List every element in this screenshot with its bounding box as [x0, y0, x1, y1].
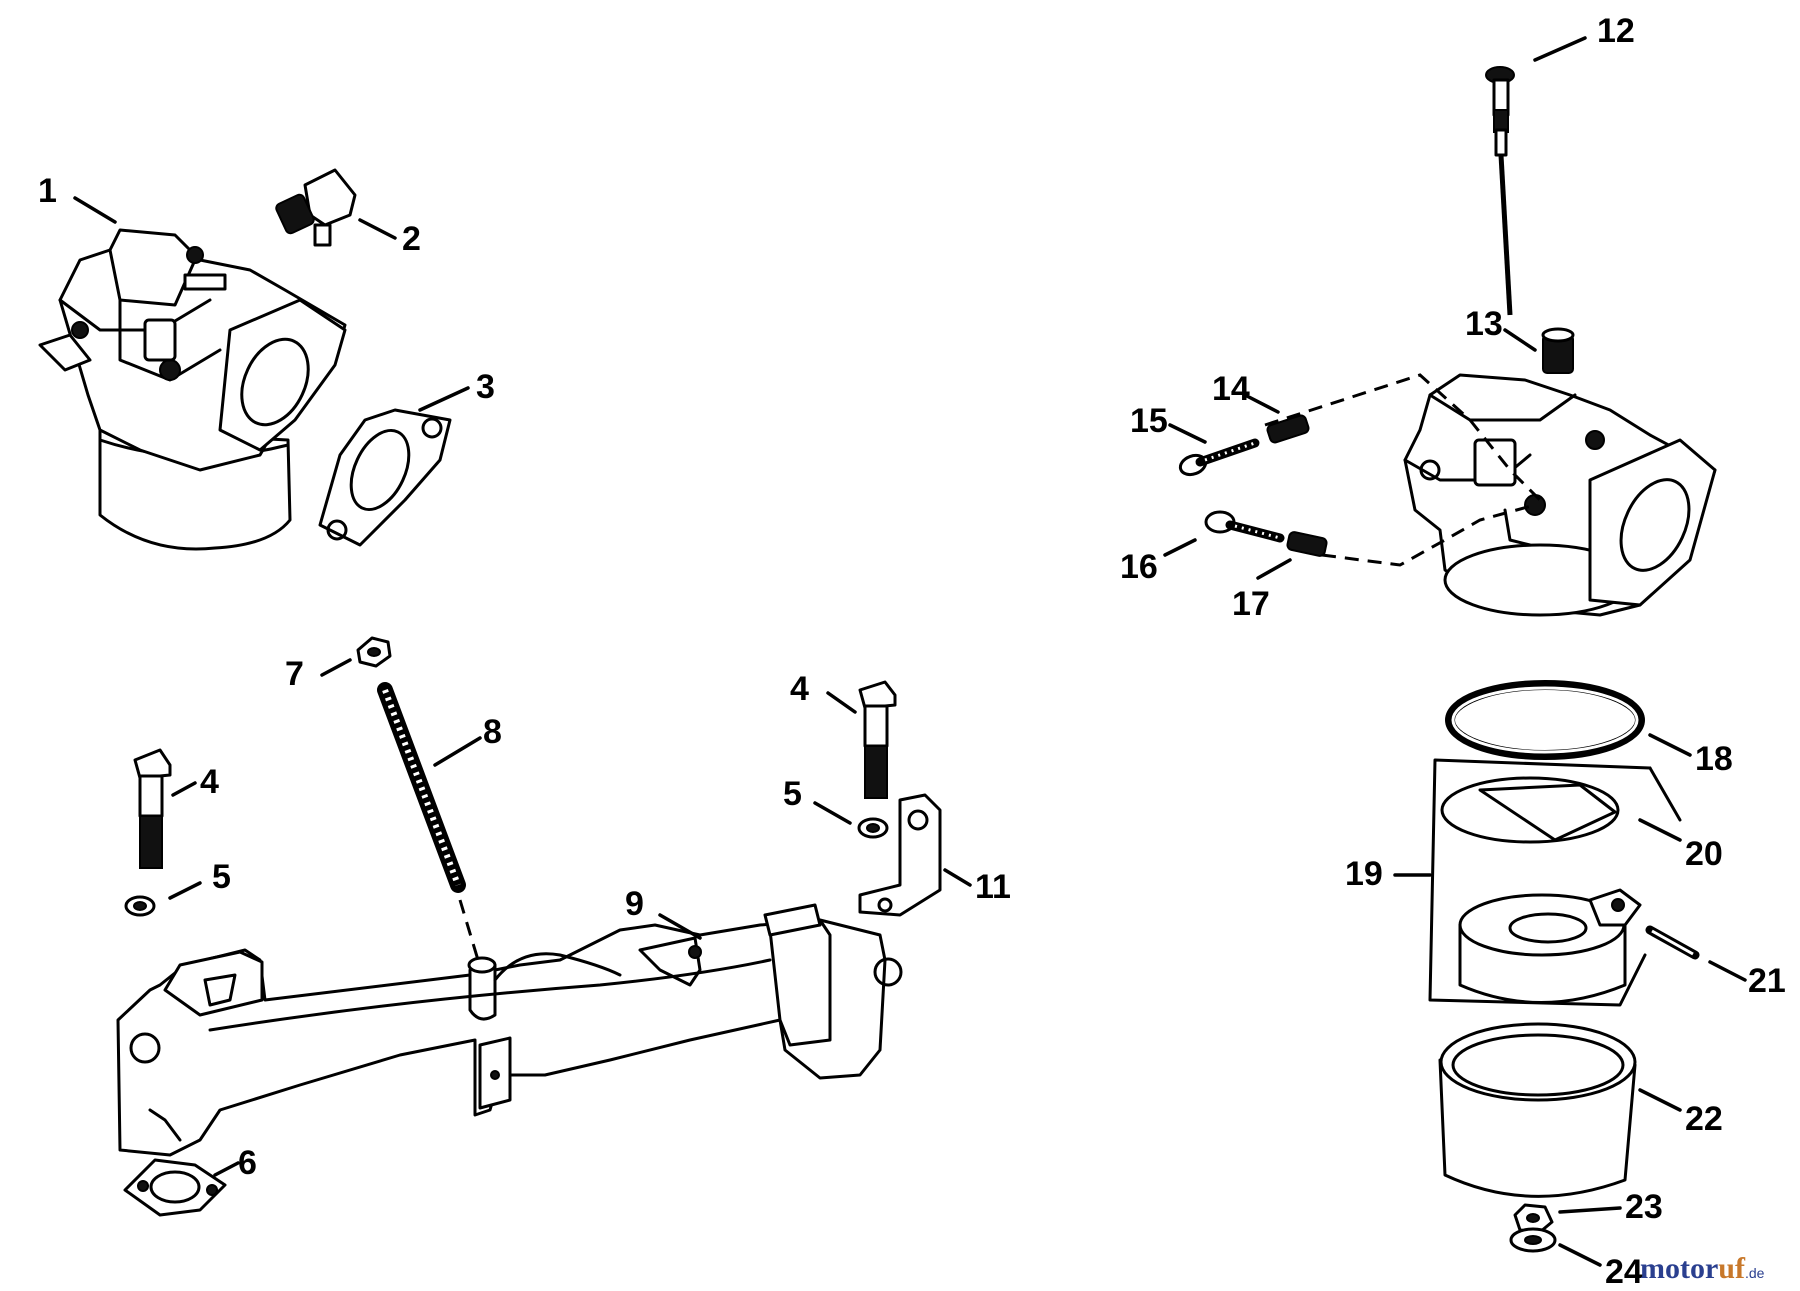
- leader-5-left: [168, 881, 202, 900]
- part-screw-lower: [1204, 510, 1285, 543]
- leader-2: [358, 218, 397, 240]
- leader-19-tail: [1648, 766, 1682, 822]
- part-flange-gasket: [318, 408, 452, 547]
- watermark-part2: uf: [1718, 1252, 1746, 1285]
- callout-9: 9: [625, 885, 644, 923]
- part-nut: [356, 636, 392, 668]
- callout-23: 23: [1625, 1188, 1663, 1226]
- leader-18: [1648, 733, 1692, 757]
- callout-22: 22: [1685, 1100, 1723, 1138]
- part-seat: [1541, 327, 1575, 374]
- leader-23: [1558, 1206, 1622, 1214]
- callout-8: 8: [483, 713, 502, 751]
- leader-13: [1503, 328, 1537, 352]
- leader-15: [1168, 423, 1207, 444]
- callout-24: 24: [1605, 1253, 1643, 1291]
- callout-19: 20: [1685, 835, 1723, 873]
- callout-13: 13: [1465, 305, 1503, 343]
- leader-1: [73, 196, 117, 224]
- leader-5-right: [813, 801, 852, 825]
- callout-5-right: 5: [783, 775, 802, 813]
- part-bowl-washer: [1509, 1227, 1557, 1253]
- callout-3: 3: [476, 368, 495, 406]
- leader-19: [1638, 818, 1682, 842]
- part-float: [1458, 888, 1642, 1004]
- part-elbow-fitting: [275, 168, 357, 247]
- callout-1: 1: [38, 172, 57, 210]
- callout-4-right: 4: [790, 670, 809, 708]
- callout-6: 6: [238, 1144, 257, 1182]
- callout-7: 7: [285, 655, 304, 693]
- callout-12: 12: [1597, 12, 1635, 50]
- leader-12: [1533, 36, 1587, 62]
- part-needle-valve: [1485, 66, 1515, 316]
- kit-bracket-box: [1428, 758, 1652, 1007]
- leader-17: [1256, 558, 1292, 580]
- callout-18: 18: [1695, 740, 1733, 778]
- callout-2: 2: [402, 220, 421, 258]
- callout-5-left: 5: [212, 858, 231, 896]
- leader-3: [418, 386, 470, 412]
- leader-8: [433, 736, 482, 767]
- callout-21: 21: [1748, 962, 1786, 1000]
- part-washer-left: [124, 895, 156, 917]
- part-fuel-bowl: [1438, 1022, 1637, 1198]
- watermark-part3: .de: [1745, 1265, 1765, 1281]
- leader-4-right: [826, 691, 857, 714]
- leader-14: [1243, 393, 1280, 414]
- leader-22: [1638, 1088, 1682, 1112]
- part-stud: [377, 682, 480, 961]
- part-small-gasket: [123, 1158, 227, 1217]
- callout-15: 15: [1130, 402, 1168, 440]
- callout-17: 17: [1232, 585, 1270, 623]
- part-carburetor-body-right: [1403, 373, 1717, 617]
- part-intake-manifold: [116, 903, 903, 1157]
- leader-9: [658, 913, 702, 940]
- part-float-pin: [1645, 925, 1700, 960]
- leader-24: [1558, 1243, 1602, 1267]
- guide-line-lower: [1321, 503, 1536, 567]
- callout-4-left: 4: [200, 763, 219, 801]
- leader-4-left: [171, 781, 197, 797]
- guide-line-upper: [1264, 373, 1542, 502]
- watermark: motoruf.de: [1640, 1252, 1765, 1285]
- part-spring-lower: [1286, 531, 1328, 557]
- part-screw-upper: [1178, 438, 1260, 477]
- callout-14: 14: [1212, 370, 1250, 408]
- callout-11: 11: [975, 868, 1011, 906]
- watermark-part1: motor: [1640, 1252, 1718, 1285]
- part-washer-right: [857, 817, 889, 839]
- callout-20: 19: [1345, 855, 1383, 893]
- part-bowl-gasket: [1445, 680, 1645, 760]
- part-bolt-left: [133, 748, 172, 869]
- leader-6: [213, 1161, 240, 1177]
- part-carburetor-assembly: [38, 228, 347, 551]
- part-bolt-right: [858, 680, 897, 799]
- part-spring-upper: [1266, 414, 1310, 444]
- leader-7: [320, 658, 352, 677]
- leader-16: [1163, 538, 1197, 557]
- part-l-bracket: [858, 793, 942, 917]
- part-float-plate: [1440, 776, 1620, 844]
- leader-11: [943, 868, 972, 887]
- callout-16: 16: [1120, 548, 1158, 586]
- leader-21: [1708, 960, 1747, 982]
